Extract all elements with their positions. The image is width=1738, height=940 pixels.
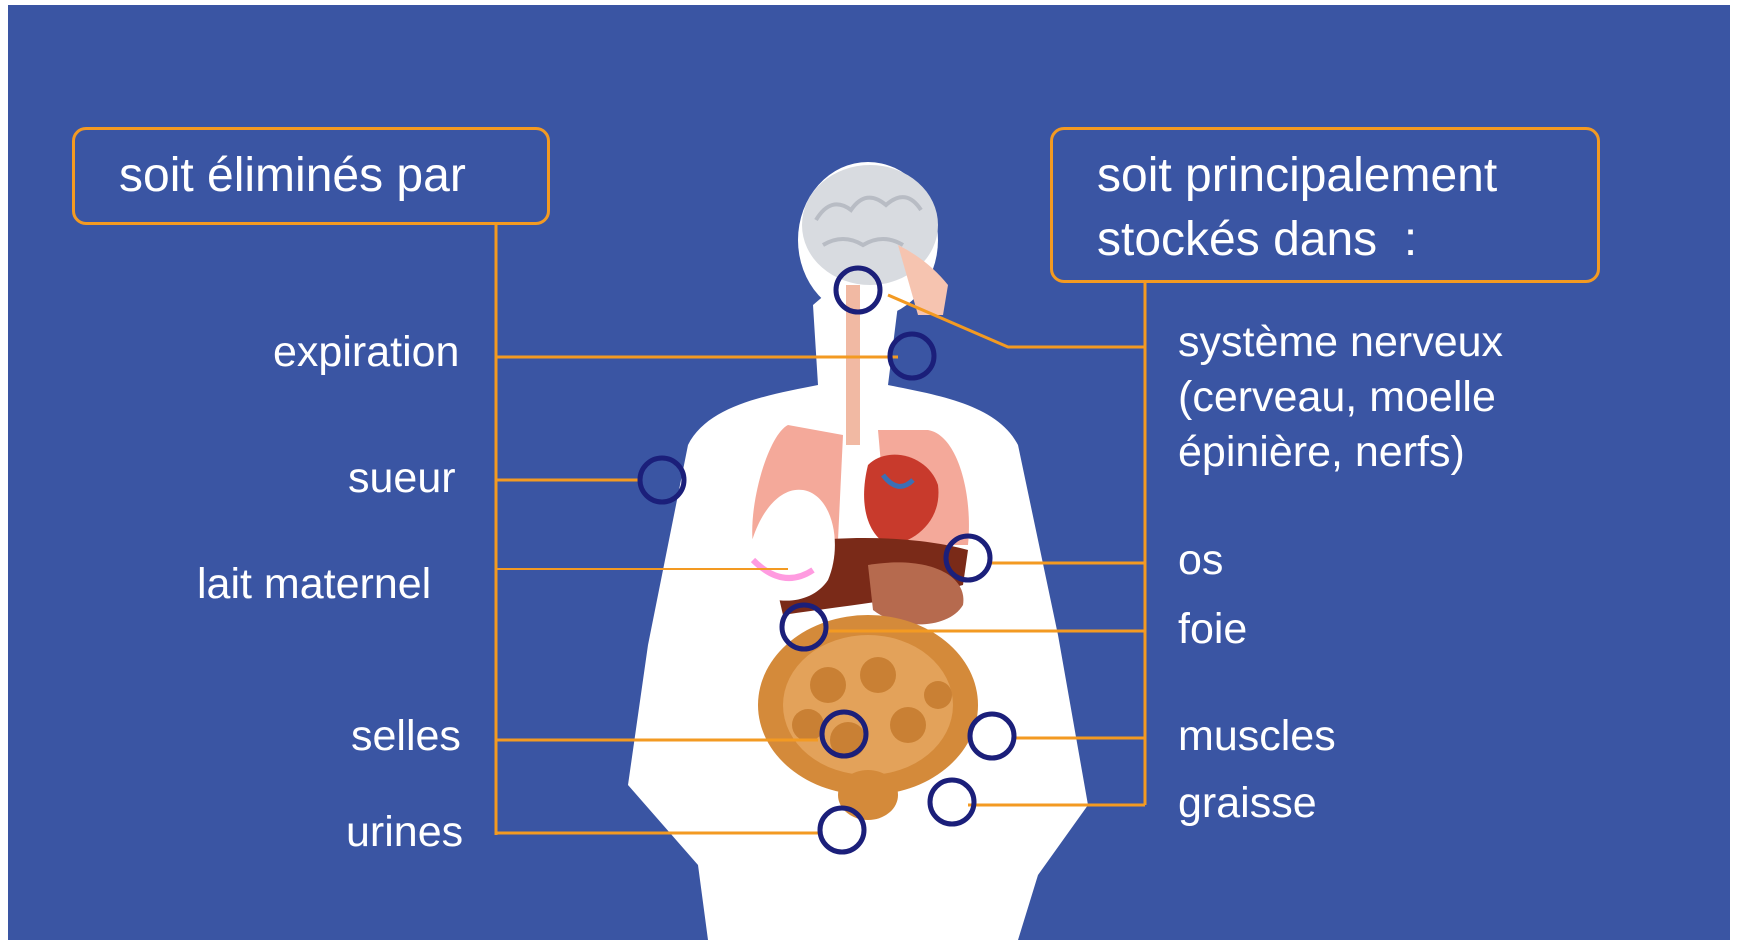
marker-sueur xyxy=(640,458,684,502)
label-foie: foie xyxy=(1178,602,1247,657)
label-sueur: sueur xyxy=(348,451,456,506)
label-os: os xyxy=(1178,533,1223,588)
label-urines: urines xyxy=(346,805,463,860)
label-muscles: muscles xyxy=(1178,709,1336,764)
label-selles: selles xyxy=(351,709,461,764)
label-expiration: expiration xyxy=(273,325,459,380)
elimination-header-box: soit éliminés par xyxy=(72,127,550,225)
storage-header-box: soit principalement stockés dans : xyxy=(1050,127,1600,283)
label-systeme-nerveux-2: (cerveau, moelle xyxy=(1178,370,1496,425)
label-graisse: graisse xyxy=(1178,776,1317,831)
label-systeme-nerveux: système nerveux xyxy=(1178,315,1503,370)
storage-header-line2: stockés dans : xyxy=(1097,208,1597,272)
label-lait-maternel: lait maternel xyxy=(197,557,431,612)
elimination-header: soit éliminés par xyxy=(119,149,466,202)
diagram-canvas: soit éliminés par soit principalement st… xyxy=(8,5,1730,940)
label-systeme-nerveux-3: épinière, nerfs) xyxy=(1178,425,1465,480)
storage-header-line1: soit principalement xyxy=(1097,144,1597,208)
